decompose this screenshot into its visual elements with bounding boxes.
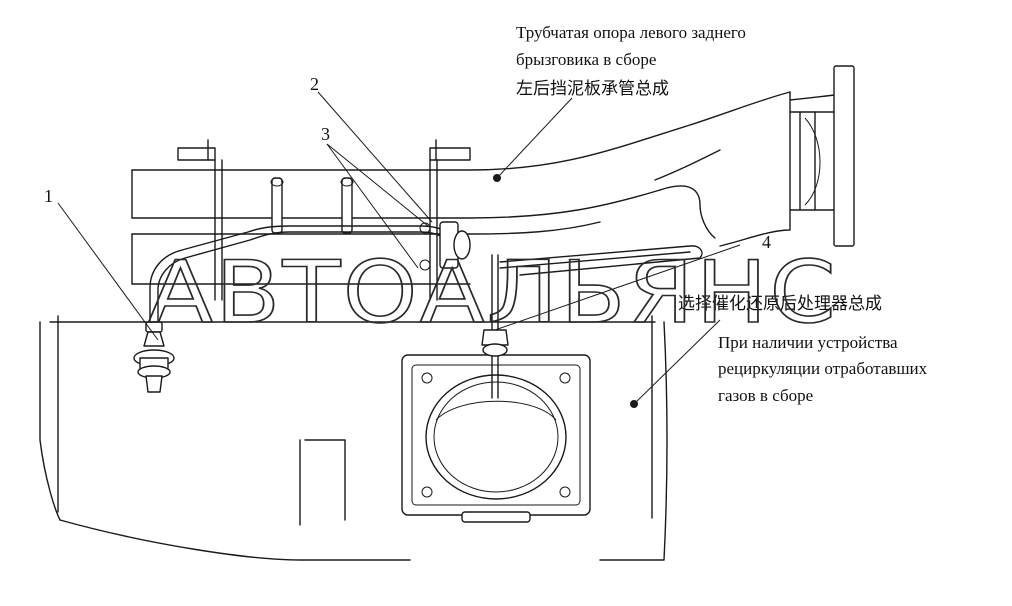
sensor-tube [149,221,471,326]
scr-label-zh: 选择催化还原后处理器总成 [678,294,882,313]
catalytic-housing [39,315,668,561]
egr-label-ru-1: При наличии устройства [718,333,898,352]
callout-3: 3 [321,124,330,144]
watermark-text: АВТОАЛЬЯНС [148,243,838,343]
outlet-flange [401,354,591,523]
mudguard-pipe-support [131,65,855,285]
pipe-support-label-ru-2: брызговика в сборе [516,50,656,69]
callout-4: 4 [762,232,771,252]
pipe-support-label-zh: 左后挡泥板承管总成 [516,79,669,98]
pipe-support-label-ru-1: Трубчатая опора левого заднего [516,23,746,42]
nox-sensor-center [481,254,509,399]
strap-bracket [499,245,703,276]
callout-2: 2 [310,74,319,94]
egr-label-ru-2: рециркуляции отработавших [718,359,928,378]
nox-sensor-left [133,321,175,393]
egr-label-ru-3: газов в сборе [718,386,813,405]
callout-lines [57,91,741,408]
callout-1: 1 [44,186,53,206]
vertical-brackets [177,139,471,301]
